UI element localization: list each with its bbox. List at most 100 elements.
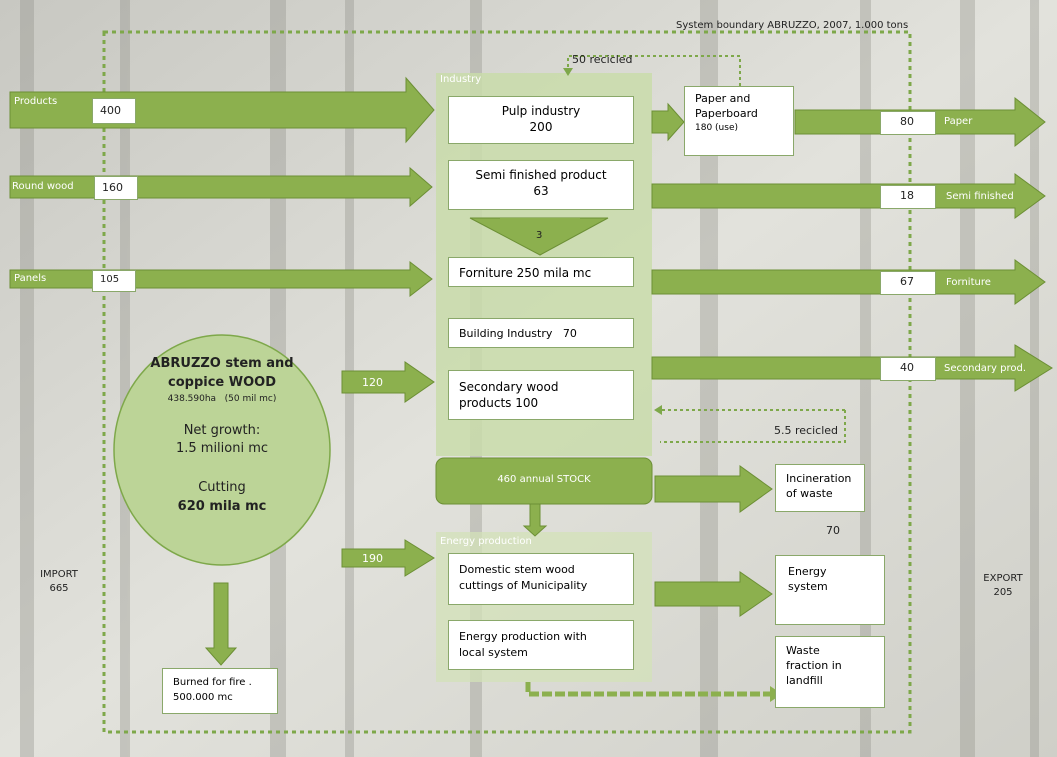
paper-line2: Paperboard: [695, 107, 758, 120]
recycle-top-line: [567, 55, 741, 86]
import-label: IMPORT: [40, 569, 78, 580]
output-secondary-value: 40: [900, 361, 914, 374]
forest-line1: ABRUZZO stem and: [150, 356, 294, 371]
forest-growth: Net growth: 1.5 milioni mc: [114, 422, 330, 458]
forest-to-energy-value: 190: [362, 552, 383, 565]
waste-line3: landfill: [786, 674, 823, 687]
output-paper-value-box: [880, 111, 936, 135]
to-energy-system-arrow: [654, 571, 773, 617]
forest-to-industry-arrow: [341, 361, 435, 403]
secondary-line2: products 100: [459, 396, 539, 410]
recycle-mid-line-bottom: [660, 410, 846, 443]
output-paper-label: Paper: [944, 116, 973, 127]
input-panels-label: Panels: [14, 273, 47, 284]
burned-box: Burned for fire . 500.000 mc: [162, 668, 278, 714]
pulp-industry-box: Pulp industry 200: [448, 96, 634, 144]
secondary-line1: Secondary wood: [459, 380, 559, 394]
energy-system-line2: system: [788, 580, 828, 593]
output-secondary-value-box: [880, 357, 936, 381]
energy-system-line1: Energy: [788, 565, 827, 578]
stock-to-incineration-arrow: [654, 465, 773, 513]
forest-line7: 620 mila mc: [177, 499, 267, 514]
stock-box: [435, 457, 653, 505]
output-forniture-value: 67: [900, 275, 914, 288]
recycle-top-head: [563, 68, 573, 76]
input-panels-value-box: [92, 270, 136, 292]
system-boundary-title: System boundary ABRUZZO, 2007, 1.000 ton…: [676, 20, 909, 31]
output-semi-value-box: [880, 185, 936, 209]
semi-line2: 63: [533, 184, 549, 198]
output-semi-label: Semi finished: [946, 191, 1014, 202]
energy-production-label: Energy production: [440, 536, 532, 547]
recycle-mid-label: 5.5 recicled: [774, 424, 838, 437]
output-secondary-label: Secondary prod.: [944, 363, 1027, 374]
local-line2: local system: [459, 646, 528, 659]
forest-cutting: Cutting 620 mila mc: [114, 478, 330, 516]
paper-line3: 180 (use): [695, 123, 738, 133]
input-roundwood-value-box: [94, 176, 138, 200]
forest-to-industry-value: 120: [362, 376, 383, 389]
input-panels-value: 105: [100, 274, 120, 285]
semi-down-arrow-stem: [500, 218, 580, 232]
forest-line6: Cutting: [198, 480, 246, 495]
waste-line1: Waste: [786, 644, 820, 657]
semi-out-arrow: [651, 173, 1046, 219]
export-block: EXPORT 205: [968, 572, 1038, 600]
forest-line3: 438.590ha (50 mil mc): [167, 394, 277, 404]
input-roundwood-label: Round wood: [12, 181, 74, 192]
output-semi-value: 18: [900, 189, 914, 202]
pulp-line2: 200: [529, 120, 553, 134]
forest-to-burned-arrow: [204, 582, 238, 666]
paper-line1: Paper and: [695, 92, 751, 105]
local-energy-box: Energy production with local system: [448, 620, 634, 670]
import-value: 665: [49, 583, 69, 594]
export-label: EXPORT: [983, 573, 1023, 584]
forniture-out-arrow: [651, 259, 1046, 305]
recycle-top-label: 50 recicled: [572, 53, 633, 66]
industry-label: Industry: [440, 74, 482, 85]
products-arrow: [9, 76, 435, 144]
stock-label: 460 annual STOCK: [497, 474, 591, 485]
incineration-line2: of waste: [786, 487, 833, 500]
forest-ellipse: [113, 334, 331, 566]
semi-finished-box: Semi finished product 63: [448, 160, 634, 210]
pulp-line1: Pulp industry: [501, 104, 581, 118]
energy-system-box: Energy system: [775, 555, 885, 625]
input-products-value-box: [92, 98, 136, 124]
export-value: 205: [993, 587, 1013, 598]
output-forniture-label: Forniture: [946, 277, 991, 288]
system-boundary: [102, 30, 912, 734]
recycle-mid-head: [654, 405, 662, 415]
secondary-out-arrow: [651, 344, 1053, 392]
secondary-wood-box: Secondary wood products 100: [448, 370, 634, 420]
forest-line4: Net growth:: [183, 423, 261, 438]
output-paper-value: 80: [900, 115, 914, 128]
stock-to-energy-arrow: [522, 503, 548, 537]
input-roundwood-value: 160: [102, 181, 123, 194]
output-forniture-value-box: [880, 271, 936, 295]
landfill-dashed-arrow: [525, 682, 775, 697]
input-products-label: Products: [14, 96, 58, 107]
incineration-line1: Incineration: [786, 472, 852, 485]
domestic-line2: cuttings of Municipality: [459, 579, 588, 592]
local-line1: Energy production with: [459, 630, 587, 643]
forniture-box: Forniture 250 mila mc: [448, 257, 634, 287]
forest-line5: 1.5 milioni mc: [175, 441, 269, 456]
semi-line1: Semi finished product: [475, 168, 607, 182]
pulp-to-paper-arrow: [651, 102, 685, 142]
forest-title: ABRUZZO stem and coppice WOOD: [114, 354, 330, 392]
paper-paperboard-box: Paper and Paperboard 180 (use): [684, 86, 794, 156]
semi-down-value: 3: [536, 230, 543, 241]
building-industry-box: Building Industry 70: [448, 318, 634, 348]
incineration-value: 70: [826, 524, 840, 537]
incineration-box: Incineration of waste: [775, 464, 865, 512]
forest-to-energy-arrow: [341, 539, 435, 577]
burned-line2: 500.000 mc: [173, 692, 233, 703]
domestic-line1: Domestic stem wood: [459, 563, 575, 576]
domestic-wood-box: Domestic stem wood cuttings of Municipal…: [448, 553, 634, 605]
waste-line2: fraction in: [786, 659, 842, 672]
burned-line1: Burned for fire .: [173, 677, 252, 688]
import-block: IMPORT 665: [24, 568, 94, 596]
waste-landfill-box: Waste fraction in landfill: [775, 636, 885, 708]
